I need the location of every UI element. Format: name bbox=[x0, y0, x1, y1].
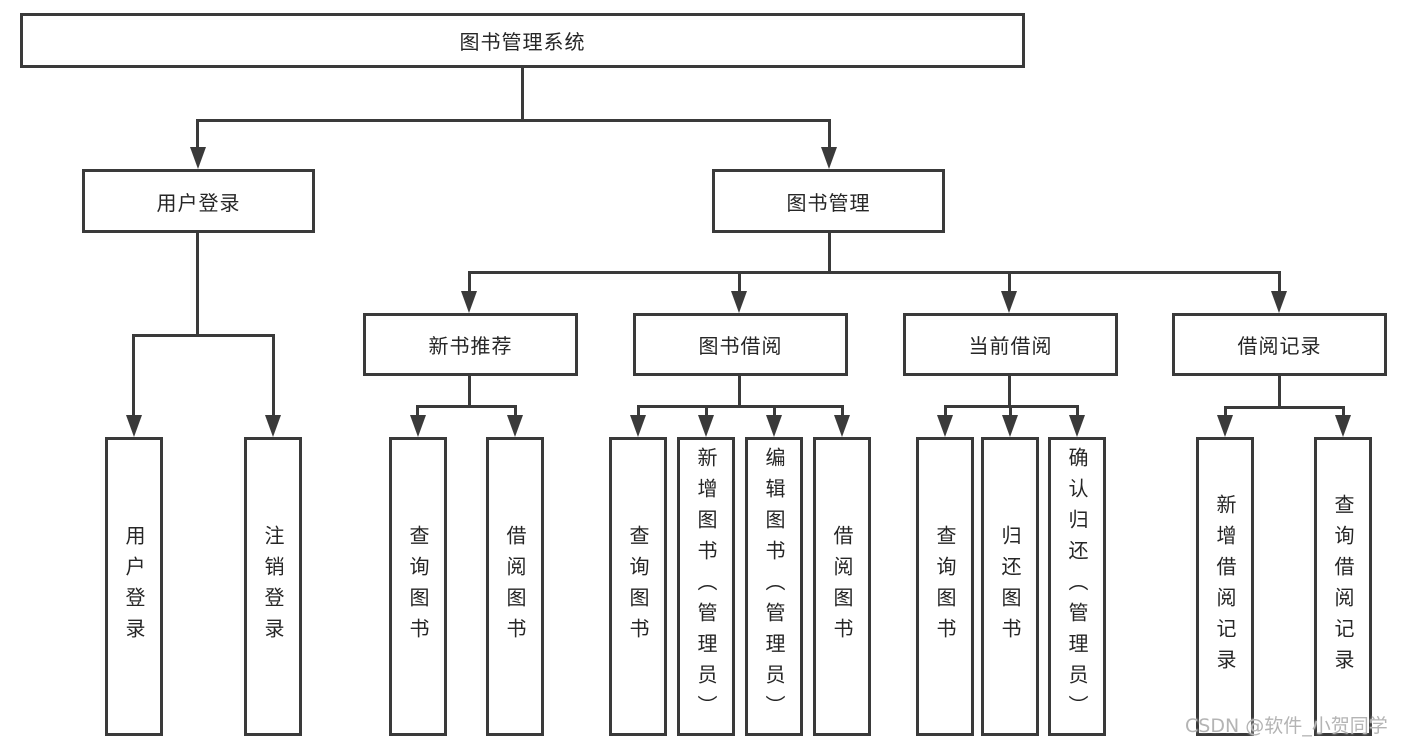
leaf-user-login-label: 用户登录 bbox=[122, 524, 146, 649]
node-book-borrowing: 图书借阅 bbox=[633, 313, 848, 376]
connector-line bbox=[738, 271, 741, 292]
connector-line bbox=[272, 334, 275, 416]
connector-branch-level3 bbox=[468, 271, 1281, 274]
leaf-confirm-return-admin-label: 确认归还（管理员） bbox=[1065, 447, 1089, 726]
node-current-borrowing-label: 当前借阅 bbox=[968, 334, 1053, 358]
connector-line bbox=[1342, 406, 1345, 416]
connector-line bbox=[773, 405, 776, 416]
connector-line bbox=[828, 119, 831, 148]
arrowhead-icon bbox=[630, 415, 646, 437]
arrowhead-icon bbox=[821, 147, 837, 169]
leaf-edit-book-admin-label: 编辑图书（管理员） bbox=[762, 447, 786, 726]
connector-line bbox=[944, 405, 947, 416]
connector-stub bbox=[738, 376, 741, 407]
leaf-user-login: 用户登录 bbox=[105, 437, 163, 736]
connector-line bbox=[468, 271, 471, 292]
arrowhead-icon bbox=[766, 415, 782, 437]
arrowhead-icon bbox=[126, 415, 142, 437]
leaf-query-books-current-label: 查询图书 bbox=[933, 524, 957, 649]
leaf-edit-book-admin: 编辑图书（管理员） bbox=[745, 437, 803, 736]
node-book-borrowing-label: 图书借阅 bbox=[698, 334, 783, 358]
leaf-query-books-recommend-label: 查询图书 bbox=[406, 524, 430, 649]
connector-branch bbox=[417, 405, 516, 408]
node-new-book-recommendation-label: 新书推荐 bbox=[428, 334, 513, 358]
node-new-book-recommendation: 新书推荐 bbox=[363, 313, 578, 376]
leaf-borrow-books-borrowing: 借阅图书 bbox=[813, 437, 871, 736]
arrowhead-icon bbox=[265, 415, 281, 437]
leaf-add-book-admin-label: 新增图书（管理员） bbox=[694, 447, 718, 726]
leaf-query-books-borrowing: 查询图书 bbox=[609, 437, 667, 736]
leaf-logout-login-label: 注销登录 bbox=[261, 524, 285, 649]
node-library-management-system: 图书管理系统 bbox=[20, 13, 1025, 68]
connector-stub bbox=[1278, 376, 1281, 407]
leaf-return-books-label: 归还图书 bbox=[998, 524, 1022, 649]
connector-user-login-stub bbox=[196, 233, 199, 336]
connector-line bbox=[132, 334, 135, 416]
arrowhead-icon bbox=[834, 415, 850, 437]
connector-stub bbox=[1008, 376, 1011, 407]
connector-line bbox=[1008, 271, 1011, 292]
connector-root-stub bbox=[521, 68, 524, 120]
connector-line bbox=[1278, 271, 1281, 292]
node-borrowing-records: 借阅记录 bbox=[1172, 313, 1387, 376]
node-library-management-system-label: 图书管理系统 bbox=[459, 30, 586, 54]
leaf-borrow-books-recommend-label: 借阅图书 bbox=[503, 524, 527, 649]
node-borrowing-records-label: 借阅记录 bbox=[1237, 334, 1322, 358]
arrowhead-icon bbox=[1069, 415, 1085, 437]
connector-branch bbox=[637, 405, 843, 408]
leaf-query-books-current: 查询图书 bbox=[916, 437, 974, 736]
node-user-login: 用户登录 bbox=[82, 169, 315, 233]
leaf-borrow-books-borrowing-label: 借阅图书 bbox=[830, 524, 854, 649]
arrowhead-icon bbox=[1217, 415, 1233, 437]
leaf-add-borrow-record-label: 新增借阅记录 bbox=[1213, 493, 1237, 680]
leaf-query-books-recommend: 查询图书 bbox=[389, 437, 447, 736]
csdn-watermark: CSDN @软件_小贺同学 bbox=[1185, 715, 1388, 737]
arrowhead-icon bbox=[937, 415, 953, 437]
connector-line bbox=[705, 405, 708, 416]
node-user-login-label: 用户登录 bbox=[156, 190, 241, 215]
leaf-query-borrow-record-label: 查询借阅记录 bbox=[1331, 493, 1355, 680]
node-book-management: 图书管理 bbox=[712, 169, 945, 233]
connector-line bbox=[196, 119, 199, 148]
leaf-add-borrow-record: 新增借阅记录 bbox=[1196, 437, 1254, 736]
leaf-return-books: 归还图书 bbox=[981, 437, 1039, 736]
node-current-borrowing: 当前借阅 bbox=[903, 313, 1118, 376]
arrowhead-icon bbox=[410, 415, 426, 437]
arrowhead-icon bbox=[461, 291, 477, 313]
connector-line bbox=[1076, 405, 1079, 416]
arrowhead-icon bbox=[731, 291, 747, 313]
connector-line bbox=[1224, 406, 1227, 416]
connector-line bbox=[416, 405, 419, 416]
connector-line bbox=[1009, 405, 1012, 416]
leaf-borrow-books-recommend: 借阅图书 bbox=[486, 437, 544, 736]
connector-stub bbox=[468, 376, 471, 407]
leaf-add-book-admin: 新增图书（管理员） bbox=[677, 437, 735, 736]
connector-line bbox=[637, 405, 640, 416]
node-book-management-label: 图书管理 bbox=[786, 190, 871, 215]
leaf-logout-login: 注销登录 bbox=[244, 437, 302, 736]
arrowhead-icon bbox=[1271, 291, 1287, 313]
arrowhead-icon bbox=[1335, 415, 1351, 437]
arrowhead-icon bbox=[507, 415, 523, 437]
connector-line bbox=[514, 405, 517, 416]
arrowhead-icon bbox=[1002, 415, 1018, 437]
arrowhead-icon bbox=[698, 415, 714, 437]
leaf-confirm-return-admin: 确认归还（管理员） bbox=[1048, 437, 1106, 736]
connector-line bbox=[841, 405, 844, 416]
leaf-query-borrow-record: 查询借阅记录 bbox=[1314, 437, 1372, 736]
arrowhead-icon bbox=[1001, 291, 1017, 313]
arrowhead-icon bbox=[190, 147, 206, 169]
connector-branch-user-login bbox=[133, 334, 275, 337]
leaf-query-books-borrowing-label: 查询图书 bbox=[626, 524, 650, 649]
connector-branch bbox=[1224, 406, 1344, 409]
connector-book-management-stub bbox=[828, 233, 831, 273]
connector-branch-level1 bbox=[197, 119, 831, 122]
